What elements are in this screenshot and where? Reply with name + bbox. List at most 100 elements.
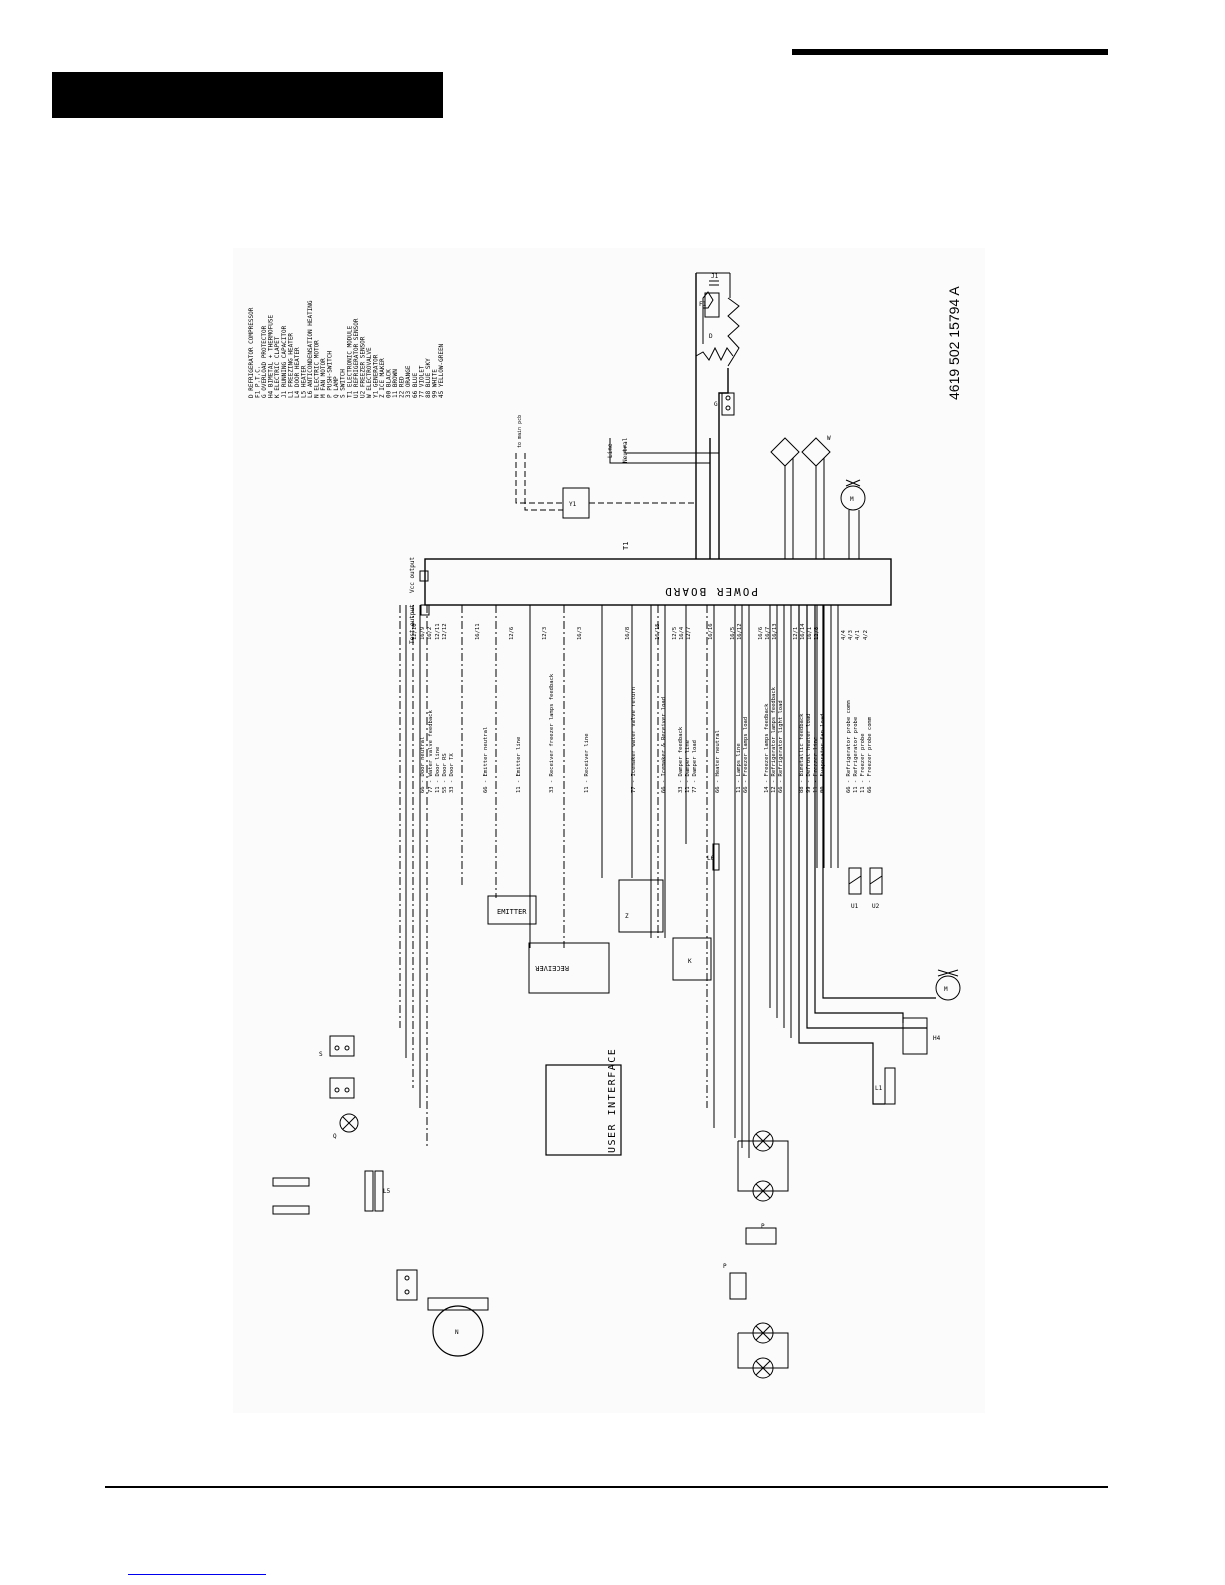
neutral-label: Neutral xyxy=(622,437,629,463)
heater-l6 xyxy=(712,843,720,871)
board-pin-label: 16/11 xyxy=(475,623,481,640)
board-pin-label: 16/14 xyxy=(800,623,806,640)
wire-label: 11 - Emitter line xyxy=(516,737,522,793)
board-pin-label: 12/10 xyxy=(412,623,418,640)
wire-label: 77 - Icemaker water valve return xyxy=(631,687,637,793)
j1-label: J1 xyxy=(711,273,719,280)
wire-label: 66 - Icemaker & Receiver load xyxy=(661,697,667,793)
m-label: M xyxy=(850,496,854,503)
legend-entry: M FAN MOTOR xyxy=(320,358,327,398)
wire-label: 11 - Freezer line xyxy=(813,737,819,793)
board-pin-label: 16/8 xyxy=(625,627,631,640)
board-pin-label: 16/15 xyxy=(655,623,661,640)
wire-label: 99 - Defrost heater load xyxy=(806,714,812,793)
switch-s-3 xyxy=(396,1269,418,1301)
wire-label: 66 - Emitter neutral xyxy=(483,727,489,793)
wire-label: 66 - Door neutral xyxy=(420,737,426,793)
freezing-heater-l1 xyxy=(884,1067,896,1105)
board-pin-label: 16/13 xyxy=(772,623,778,640)
legend-entry: 00 BLACK xyxy=(386,369,393,398)
receiver-box xyxy=(528,942,610,994)
legend-entry: K ELECTRIC CLAPET xyxy=(274,336,281,398)
wire-label: 66 - Refrigerator probe comm xyxy=(846,700,852,793)
wire-label: 11 - Freezer probe xyxy=(860,733,866,793)
board-pin-label: 12/6 xyxy=(509,627,515,640)
power-board: POWER BOARD T1 xyxy=(424,542,892,606)
board-pin-label: 12/12 xyxy=(442,623,448,640)
board-pin-label: 16/2 xyxy=(427,627,433,640)
w-label: W xyxy=(827,435,831,442)
header-bar xyxy=(52,72,443,118)
wire-label: 11 - Damper line xyxy=(685,740,691,793)
wire-label: 11 - Receiver line xyxy=(584,733,590,793)
diagram-panel xyxy=(233,248,985,1413)
supply-section: Line Neutral Y1 to main pcb G D F1 J1 xyxy=(515,272,866,559)
legend-entry: S SWITCH xyxy=(340,369,347,398)
n-label: N xyxy=(455,1329,459,1336)
legend-entry: L4 DOOR HEATER xyxy=(294,347,301,398)
footer-link-underline xyxy=(128,1574,266,1575)
legend-entry: D REFRIGERATOR COMPRESSOR xyxy=(248,307,255,398)
g-label: G xyxy=(714,401,718,408)
module-section: EMITTER RECEIVER Z K L6 xyxy=(487,843,720,994)
board-pin-label: 12/7 xyxy=(686,627,692,640)
s1-label: S xyxy=(319,1051,323,1058)
defrost-section: M H4 L1 xyxy=(798,605,961,1105)
board-pin-label: 4/3 xyxy=(848,630,854,640)
emitter-box xyxy=(487,895,537,925)
legend-entry: 77 VIOLET xyxy=(418,365,425,398)
l6-label: L6 xyxy=(707,855,715,862)
evaporator-fan-m xyxy=(935,975,961,1001)
legend-entry: U1 REFRIGERATOR SENSOR xyxy=(353,318,360,398)
vcc-output-label: Vcc output xyxy=(409,556,416,593)
u2-label: U2 xyxy=(872,903,880,910)
freezer-sensor-u2 xyxy=(869,867,883,895)
sensors: U1 U2 xyxy=(848,867,883,910)
ice-maker-z xyxy=(618,879,664,933)
legend-entry: F1 P.T.C. xyxy=(255,365,262,398)
legend-entry: J1 RUNNING CAPACITOR xyxy=(281,325,288,398)
legend-entry: H4 BIMETAL + THERMOFUSE xyxy=(268,315,275,398)
legend-entry: 88 BLUE SKY xyxy=(425,358,432,398)
user-interface-label: USER INTERFACE xyxy=(607,1048,618,1153)
legend-entry: T1 ELECTRONIC MODULE xyxy=(346,325,353,398)
u1-label: U1 xyxy=(851,903,859,910)
wire-label: 33 - Damper feedback xyxy=(678,726,684,793)
refrigerator-sensor-u1 xyxy=(848,867,862,895)
p1-label: P xyxy=(761,1223,765,1230)
electric-motor-n xyxy=(432,1305,484,1357)
top-rule xyxy=(792,49,1108,55)
legend-entry: 11 BROWN xyxy=(392,369,399,398)
receiver-label: RECEIVER xyxy=(534,964,569,972)
legend-entry: P PUSH-SWITCH xyxy=(327,351,334,398)
legend-entry: Q LAMP xyxy=(333,376,340,398)
to-main-pcb-label: to main pcb xyxy=(517,415,523,448)
legend-entry: Z ICE MAKER xyxy=(379,358,386,398)
legend-entry: U2 FREEZER SENSOR xyxy=(359,336,366,398)
push-switch-p-2 xyxy=(729,1272,747,1300)
lamp-loads: P P xyxy=(723,1130,789,1379)
board-pin-label: 16/7 xyxy=(765,627,771,640)
door-loads: S Q L5 N xyxy=(272,1035,489,1357)
overload-protector-g xyxy=(721,392,735,416)
wire-label: 66 - Refrigerator light load xyxy=(778,700,784,793)
bimetal-thermofuse-h4 xyxy=(902,1017,928,1055)
board-pin-label: 12/11 xyxy=(435,623,441,640)
board-pin-label: 4/1 xyxy=(855,630,861,640)
wire-label: 14 - Freezer lamps feedback xyxy=(764,703,770,793)
q1-label: Q xyxy=(333,1133,337,1140)
wire-label: 77 - Damper load xyxy=(692,740,698,793)
legend-entry: 99 WHITE xyxy=(431,369,438,398)
z-label: Z xyxy=(625,913,629,920)
wire-label: 33 - Receiver freezer lamps feedback xyxy=(549,673,555,793)
y1-label: Y1 xyxy=(569,501,577,508)
drawing-number-text: 4619 502 15794 A xyxy=(946,286,962,400)
electrovalve-water xyxy=(801,437,831,467)
compressor-d-label: D xyxy=(709,333,713,340)
board-pin-label: 16/4 xyxy=(679,626,685,640)
l1-label: L1 xyxy=(875,1085,883,1092)
wire-label: 88 - Bimetallic feedback xyxy=(799,713,805,793)
legend-entry: L6 ANTICONDENSATION HEATING xyxy=(307,300,314,398)
